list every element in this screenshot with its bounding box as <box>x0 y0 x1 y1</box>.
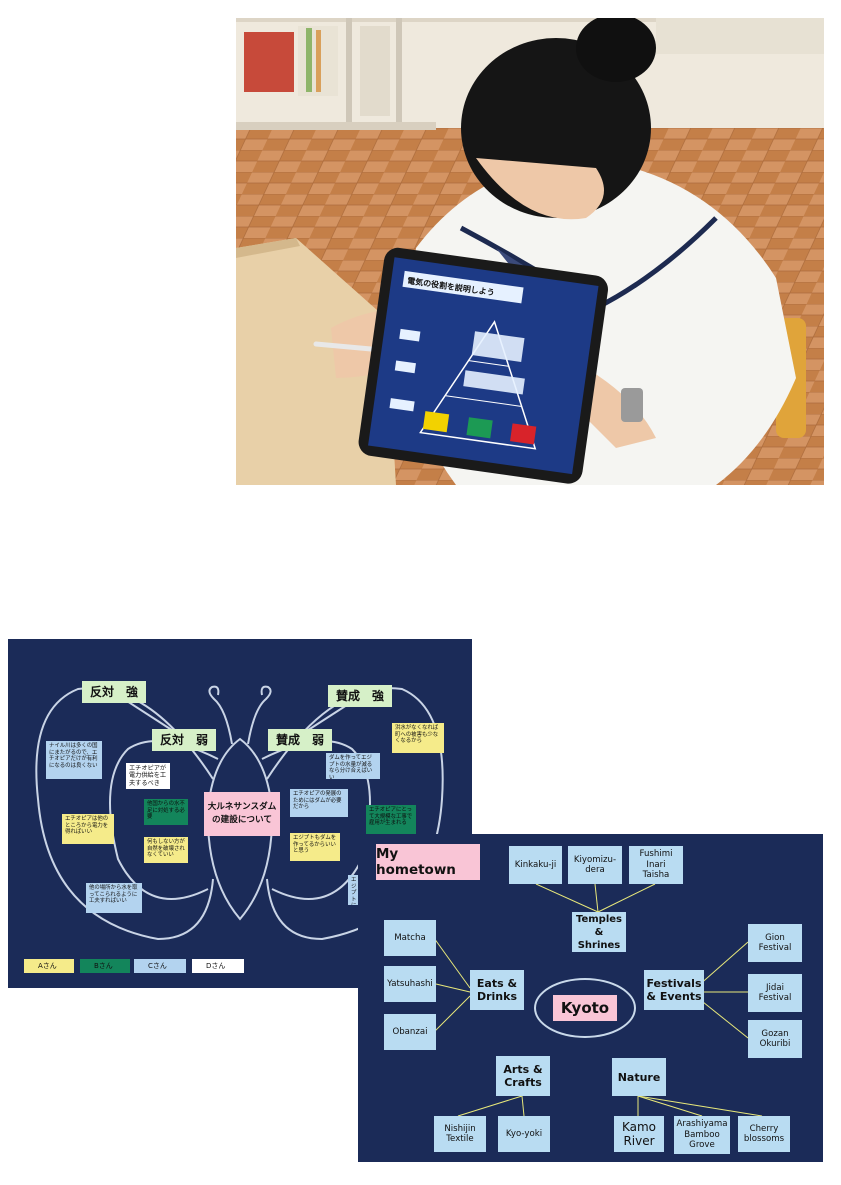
temple-item: Kinkaku-ji <box>509 846 562 884</box>
eats-item: Obanzai <box>384 1014 436 1050</box>
classroom-photo: 電気の役割を説明しよう <box>236 18 824 485</box>
note: エチオピアが電力供給を工夫するべき <box>126 763 170 789</box>
head-oppose-weak: 反対 弱 <box>152 729 217 751</box>
note: 他の場所から水を取ってこられるように工夫すればいい <box>86 883 142 913</box>
mindmap-title: My hometown <box>376 844 480 880</box>
eats-item: Yatsuhashi <box>384 966 436 1002</box>
student-with-tablet-illustration: 電気の役割を説明しよう <box>236 18 824 485</box>
center-topic-text: 大ルネサンスダム の建設について <box>207 802 277 825</box>
head-agree-weak: 賛成 弱 <box>268 729 333 751</box>
legend-a: Aさん <box>24 959 74 973</box>
category-festivals: Festivals & Events <box>644 970 704 1010</box>
eats-item: Matcha <box>384 920 436 956</box>
temple-item: Kiyomizu- dera <box>568 846 622 884</box>
note: 他国からの水不足に対処する必要 <box>144 799 188 825</box>
nature-item: Cherry blossoms <box>738 1116 790 1152</box>
category-arts: Arts & Crafts <box>496 1056 550 1096</box>
nature-item: Arashiyama Bamboo Grove <box>674 1116 730 1154</box>
note: エチオピアの発展のためにはダムが必要だから <box>290 789 348 817</box>
note: ナイル川は多くの国にまたがるので、エチオピアだけが有利になるのは良くない <box>46 741 102 779</box>
legend-d: Dさん <box>192 959 244 973</box>
festival-item: Gion Festival <box>748 924 802 962</box>
note: エジプトもダムを作ってるからいいと思う <box>290 833 340 861</box>
note: 洪水がなくなれば町への被害も少なくなるから <box>392 723 444 753</box>
category-eats: Eats & Drinks <box>470 970 524 1010</box>
note: エチオピアにとって大規模な工事で雇用が生まれる <box>366 805 416 835</box>
arts-item: Kyo-yoki <box>498 1116 550 1152</box>
temple-item: Fushimi Inari Taisha <box>629 846 683 884</box>
nature-item: Kamo River <box>614 1116 664 1152</box>
legend-c: Cさん <box>134 959 186 973</box>
mindmap-connectors <box>433 883 763 1117</box>
category-temples: Temples & Shrines <box>572 912 626 952</box>
center-topic: 大ルネサンスダム の建設について <box>204 792 280 836</box>
festival-item: Jidai Festival <box>748 974 802 1012</box>
head-oppose-strong: 反対 強 <box>82 681 147 703</box>
kyoto-mindmap-slide: My hometown Kyoto Kinkaku-ji Kiyomizu- d… <box>358 834 823 1162</box>
center-topic: Kyoto <box>534 978 636 1038</box>
note: 何もしない方が自然を破壊されなくていい <box>144 837 188 863</box>
category-nature: Nature <box>612 1058 666 1096</box>
center-topic-text: Kyoto <box>552 995 618 1021</box>
legend-b: Bさん <box>80 959 130 973</box>
arts-item: Nishijin Textile <box>434 1116 486 1152</box>
head-agree-strong: 賛成 強 <box>328 685 393 707</box>
festival-item: Gozan Okuribi <box>748 1020 802 1058</box>
note: エチオピアは他のところから電力を得ればいい <box>62 814 114 844</box>
note: ダムを作ってエジプトの水量が減るなら分け合えばいい <box>326 753 380 779</box>
